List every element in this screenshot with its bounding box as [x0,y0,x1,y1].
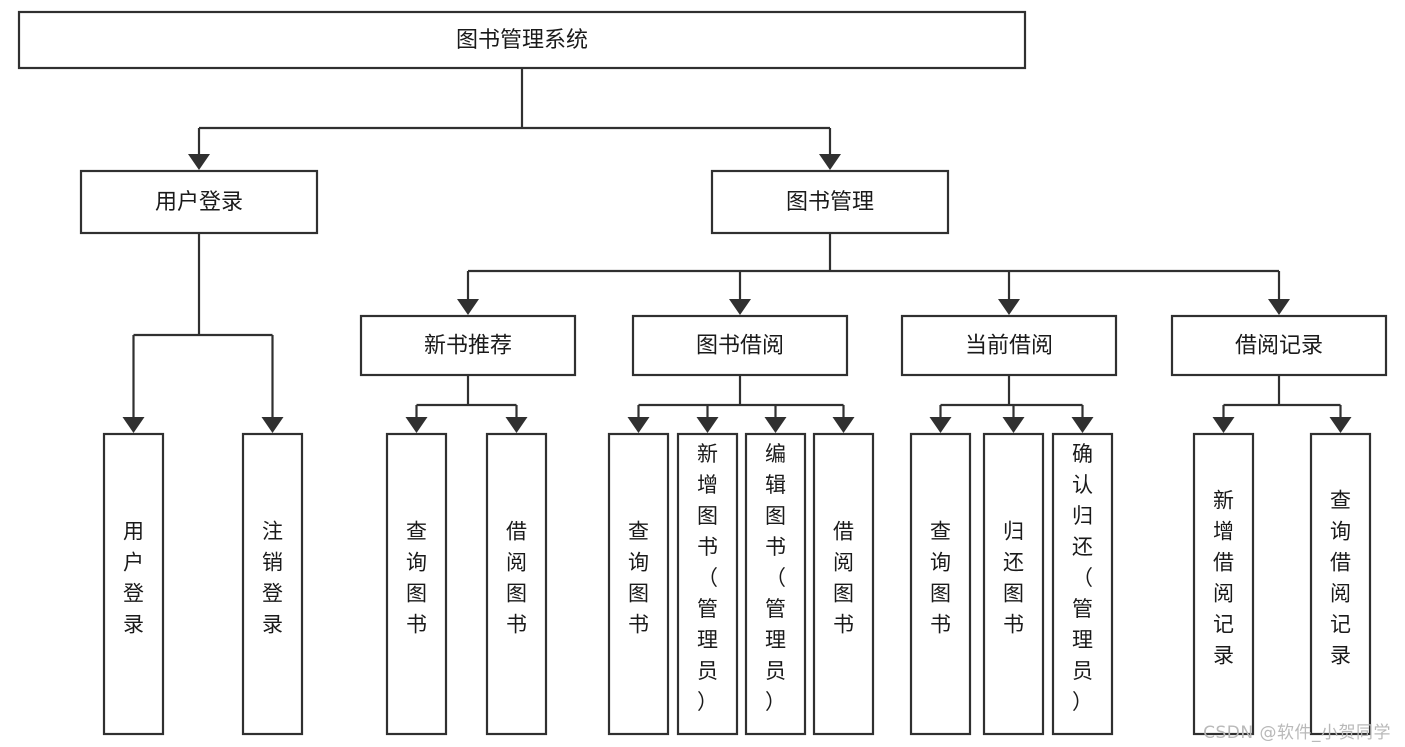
node-label: 图书管理 [786,190,874,215]
arrow-head [122,417,145,433]
arrow-head [1268,299,1290,315]
node-root[interactable]: 图书管理系统 [17,10,1027,70]
node-leaf-edit-book[interactable]: 编辑图书（管理员） [744,432,807,736]
arrow-head [1212,417,1235,433]
node-box [710,169,950,235]
arrow-head [405,417,428,433]
connector-group [122,233,284,433]
node-label: 查询借阅记录 [1330,489,1351,668]
node-label: 新书推荐 [424,334,512,359]
arrow-head [729,299,751,315]
arrow-head [188,154,210,170]
node-label: 查询图书 [930,520,951,637]
node-label: 用户登录 [123,520,144,637]
node-label: 借阅图书 [506,520,527,637]
node-leaf-query-book-3[interactable]: 查询图书 [909,432,972,736]
node-box [1192,432,1255,736]
node-label: 图书管理系统 [456,28,588,53]
arrow-head [261,417,284,433]
node-label: 当前借阅 [965,334,1053,359]
node-box [241,432,304,736]
node-leaf-borrow-book-1[interactable]: 借阅图书 [485,432,548,736]
arrow-head [832,417,855,433]
node-leaf-query-record[interactable]: 查询借阅记录 [1309,432,1372,736]
node-user-login[interactable]: 用户登录 [79,169,319,235]
node-leaf-borrow-book-2[interactable]: 借阅图书 [812,432,875,736]
node-leaf-user-login[interactable]: 用户登录 [102,432,165,736]
node-leaf-logout[interactable]: 注销登录 [241,432,304,736]
node-label: 图书借阅 [696,334,784,359]
node-label: 编辑图书（管理员） [765,442,786,714]
arrow-head [627,417,650,433]
node-box [79,169,319,235]
node-label: 用户登录 [155,190,243,215]
node-box [631,314,849,377]
arrow-head [819,154,841,170]
arrow-head [1071,417,1094,433]
connector-group [929,375,1094,433]
node-leaf-add-book[interactable]: 新增图书（管理员） [676,432,739,736]
node-label: 新增图书（管理员） [697,442,718,714]
node-box [1051,432,1114,736]
node-box [485,432,548,736]
node-label: 归还图书 [1003,520,1024,637]
node-box [900,314,1118,377]
node-leaf-query-book-2[interactable]: 查询图书 [607,432,670,736]
node-leaf-query-book-1[interactable]: 查询图书 [385,432,448,736]
node-box [812,432,875,736]
node-label: 借阅图书 [833,520,854,637]
node-label: 新增借阅记录 [1213,489,1234,668]
node-box [102,432,165,736]
node-current-borrow[interactable]: 当前借阅 [900,314,1118,377]
node-label: 借阅记录 [1235,334,1323,359]
arrow-head [1002,417,1025,433]
node-label: 注销登录 [262,520,283,637]
connector-group [457,233,1290,315]
node-label: 查询图书 [628,520,649,637]
node-label: 确认归还（管理员） [1072,442,1093,714]
node-layer: 图书管理系统用户登录图书管理新书推荐图书借阅当前借阅借阅记录用户登录注销登录查询… [17,10,1388,736]
arrow-head [998,299,1020,315]
node-new-book-recommend[interactable]: 新书推荐 [359,314,577,377]
node-leaf-return-book[interactable]: 归还图书 [982,432,1045,736]
node-label: 查询图书 [406,520,427,637]
arrow-head [505,417,528,433]
node-box [359,314,577,377]
node-box [1309,432,1372,736]
node-box [607,432,670,736]
connector-group [1212,375,1352,433]
node-borrow-record[interactable]: 借阅记录 [1170,314,1388,377]
node-book-borrow[interactable]: 图书借阅 [631,314,849,377]
node-book-manage[interactable]: 图书管理 [710,169,950,235]
node-leaf-confirm-return[interactable]: 确认归还（管理员） [1051,432,1114,736]
arrow-head [929,417,952,433]
node-box [385,432,448,736]
node-leaf-add-record[interactable]: 新增借阅记录 [1192,432,1255,736]
node-box [982,432,1045,736]
arrow-head [457,299,479,315]
node-box [744,432,807,736]
arrow-head [696,417,719,433]
connector-group [188,68,841,170]
connector-group [405,375,528,433]
node-box [676,432,739,736]
node-box [17,10,1027,70]
connector-layer [122,68,1352,433]
arrow-head [1329,417,1352,433]
connector-group [627,375,855,433]
arrow-head [764,417,787,433]
node-box [909,432,972,736]
node-box [1170,314,1388,377]
